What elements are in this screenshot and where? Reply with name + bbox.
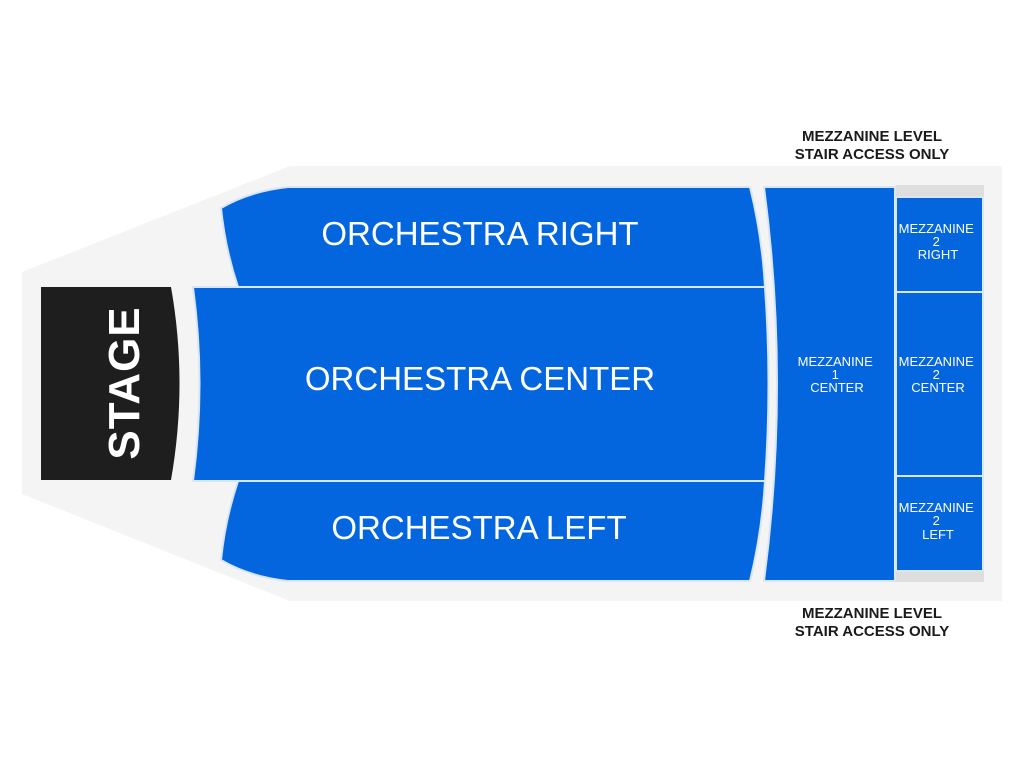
mezzanine-note-top-line-1: MEZZANINE LEVEL (801, 128, 942, 145)
section-orchestra-left[interactable]: ORCHESTRA LEFT (219, 480, 767, 582)
mezzanine-2-right-line-1: MEZZANINE (899, 221, 974, 236)
orchestra-left-shape[interactable] (219, 480, 767, 582)
mezzanine-note-top-line-2: STAIR ACCESS ONLY (794, 146, 950, 163)
mezzanine-2-right-line-3: RIGHT (918, 247, 959, 262)
mezzanine-1-center-line-2: 1 (832, 367, 839, 382)
mezzanine-2-center-line-1: MEZZANINE (899, 354, 974, 369)
section-mezzanine-2-right[interactable]: MEZZANINE 2 RIGHT (895, 196, 984, 293)
orchestra-left-label: ORCHESTRA LEFT (331, 509, 626, 546)
orchestra-right-shape[interactable] (219, 186, 767, 288)
mezzanine-note-bottom-line-2: STAIR ACCESS ONLY (794, 623, 950, 640)
stair-strip-top (896, 185, 984, 197)
orchestra-right-label: ORCHESTRA RIGHT (321, 215, 638, 252)
mezzanine-2-center-line-2: 2 (933, 367, 940, 382)
mezzanine-1-center-line-1: MEZZANINE (798, 354, 873, 369)
mezzanine-note-top: MEZZANINE LEVEL STAIR ACCESS ONLY (772, 128, 972, 164)
stage-shape (41, 287, 180, 480)
mezzanine-1-center-shape[interactable] (762, 186, 896, 582)
mezzanine-2-right-label: MEZZANINE 2 RIGHT (899, 221, 978, 262)
mezzanine-1-center-line-3: CENTER (810, 380, 863, 395)
mezzanine-note-bottom: MEZZANINE LEVEL STAIR ACCESS ONLY (772, 605, 972, 641)
mezzanine-2-center-label: MEZZANINE 2 CENTER (899, 354, 978, 395)
mezzanine-2-left-line-3: LEFT (922, 527, 954, 542)
section-mezzanine-2-center[interactable]: MEZZANINE 2 CENTER (895, 291, 984, 477)
section-orchestra-center[interactable]: ORCHESTRA CENTER (191, 286, 770, 482)
orchestra-center-label: ORCHESTRA CENTER (305, 360, 655, 397)
section-orchestra-right[interactable]: ORCHESTRA RIGHT (219, 186, 767, 288)
mezzanine-2-right-shape[interactable] (895, 196, 984, 293)
mezzanine-note-bottom-line-1: MEZZANINE LEVEL (801, 605, 942, 622)
mezzanine-2-left-shape[interactable] (895, 475, 984, 572)
mezzanine-2-right-line-2: 2 (933, 234, 940, 249)
section-mezzanine-1-center[interactable]: MEZZANINE 1 CENTER (762, 186, 896, 582)
stair-strip-bottom (896, 570, 984, 582)
mezzanine-2-center-shape[interactable] (895, 291, 984, 477)
section-mezzanine-2-left[interactable]: MEZZANINE 2 LEFT (895, 475, 984, 572)
mezzanine-2-left-line-1: MEZZANINE (899, 500, 974, 515)
stage: STAGE (41, 287, 180, 480)
mezzanine-2-left-line-2: 2 (933, 513, 940, 528)
stage-label: STAGE (100, 306, 149, 459)
mezzanine-2-left-label: MEZZANINE 2 LEFT (899, 500, 978, 542)
mezzanine-2-center-line-3: CENTER (911, 380, 964, 395)
mezzanine-1-center-label: MEZZANINE 1 CENTER (798, 354, 877, 395)
